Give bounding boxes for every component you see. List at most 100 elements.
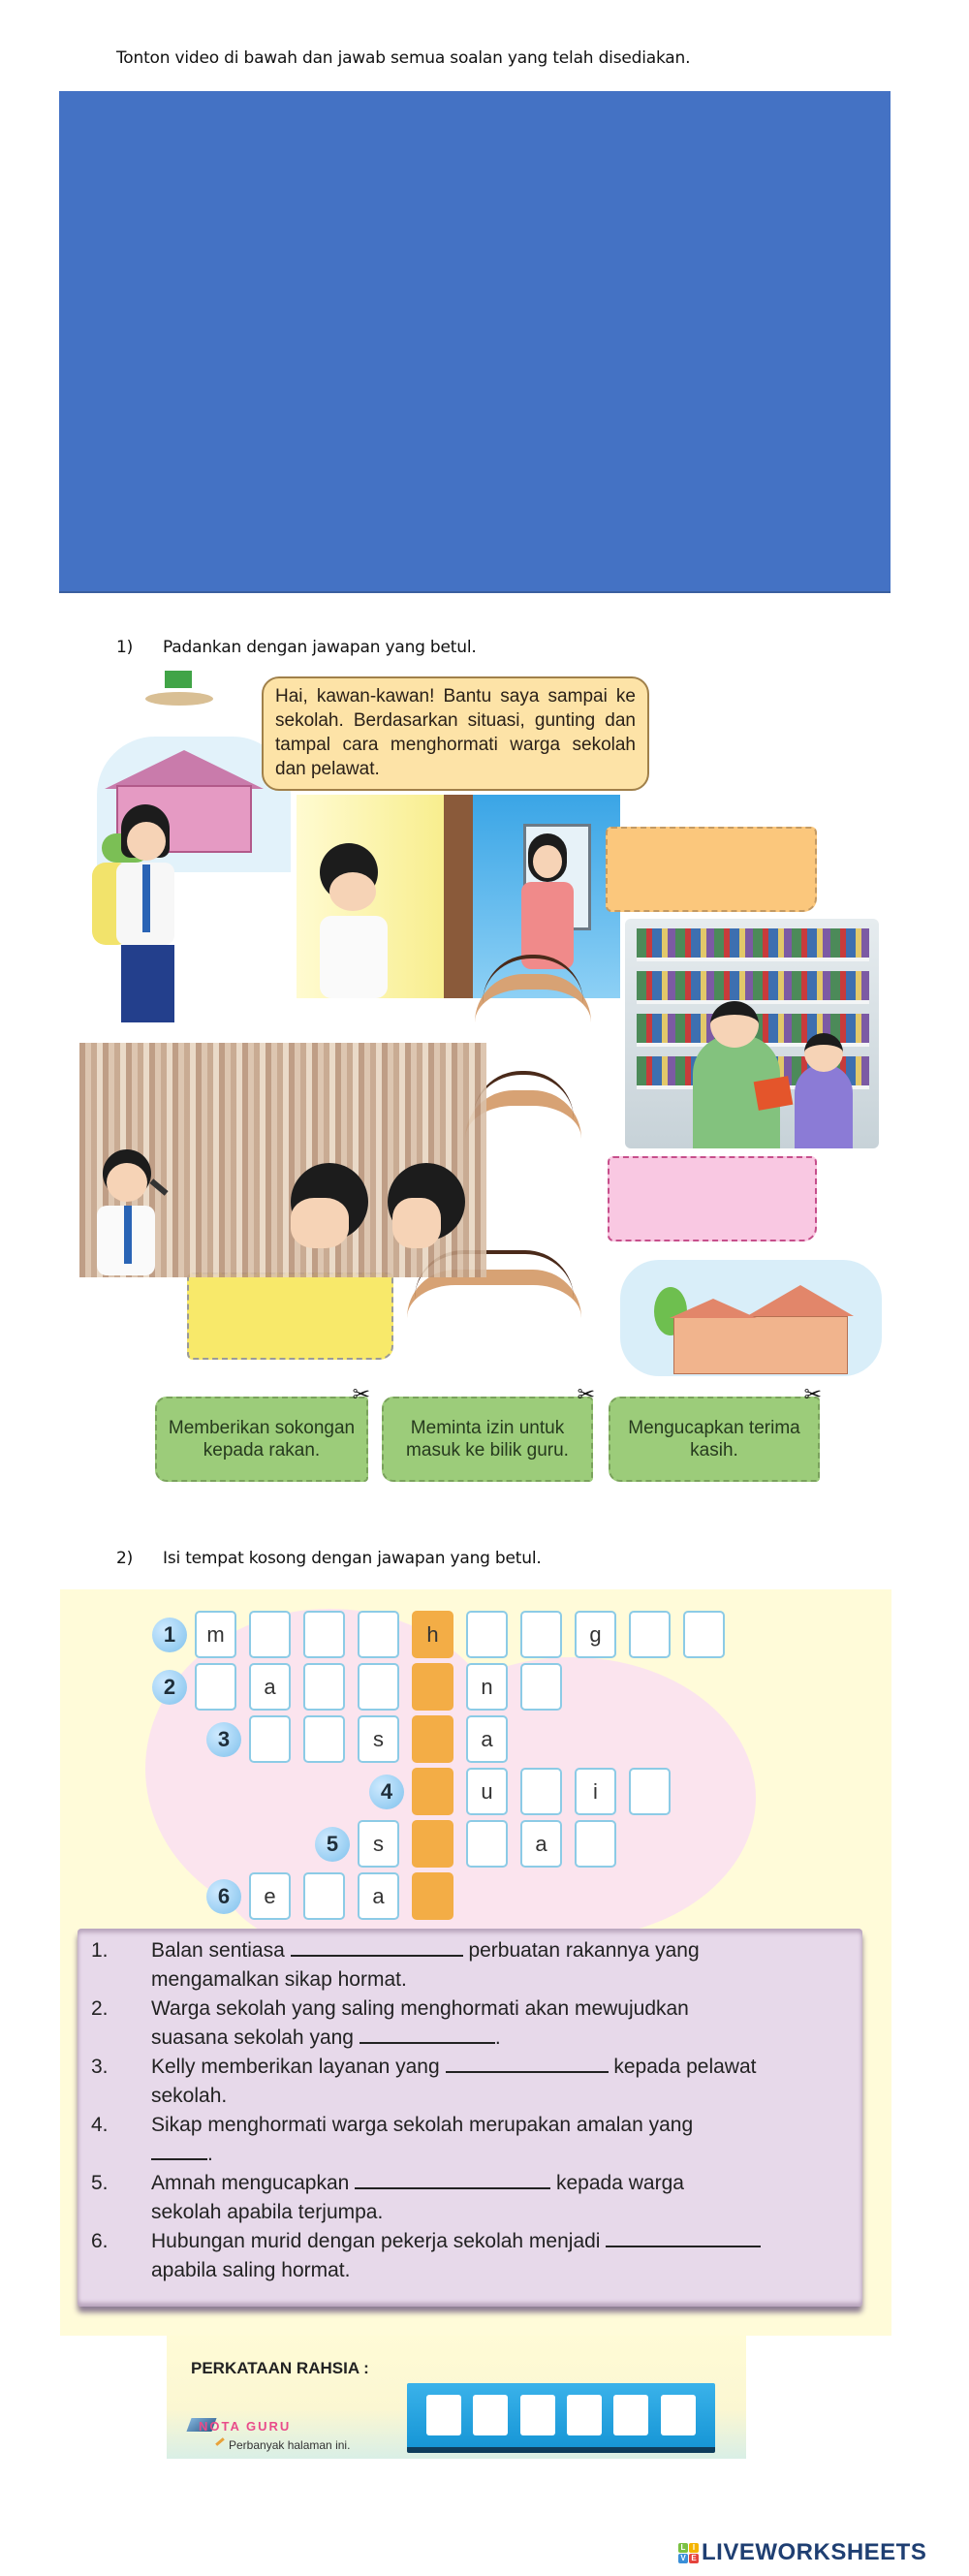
- nota-guru-label: NOTA GURU: [199, 2419, 291, 2434]
- crossword-cell: n: [466, 1663, 508, 1711]
- crossword-cell[interactable]: [303, 1872, 345, 1920]
- clue-number-badge: 3: [206, 1722, 241, 1757]
- crossword-key-cell[interactable]: [412, 1715, 453, 1763]
- crossword-key-cell: h: [412, 1611, 453, 1658]
- liveworksheets-logo[interactable]: L I V E LIVEWORKSHEETS: [678, 2539, 926, 2566]
- crossword-key-cell[interactable]: [412, 1872, 453, 1920]
- section2-title: Isi tempat kosong dengan jawapan yang be…: [163, 1549, 542, 1568]
- bridge-illustration: [475, 955, 591, 1022]
- crossword-cell: s: [358, 1715, 399, 1763]
- walking-feet-illustration: [145, 671, 213, 706]
- answer-blank[interactable]: [359, 2025, 495, 2044]
- schoolboy-illustration: [92, 804, 218, 1027]
- answer-blank[interactable]: [151, 2141, 207, 2160]
- library-illustration: [625, 919, 879, 1148]
- answer-blank[interactable]: [355, 2170, 551, 2189]
- door-illustration: [444, 795, 473, 998]
- clue-number: 5.: [91, 2172, 109, 2194]
- answer-card-sokongan[interactable]: Memberikan sokongan kepada rakan. ✂: [155, 1383, 370, 1482]
- crossword-cell[interactable]: [629, 1768, 671, 1815]
- crossword-cell[interactable]: [629, 1611, 671, 1658]
- crossword-cell[interactable]: [575, 1820, 616, 1868]
- crossword-cell: m: [195, 1611, 236, 1658]
- card-label: Mengucapkan terima kasih.: [628, 1418, 800, 1461]
- section2-number: 2): [116, 1549, 134, 1568]
- crossword-cell[interactable]: [520, 1768, 562, 1815]
- crossword-cell: a: [520, 1820, 562, 1868]
- crossword-cell[interactable]: [249, 1715, 291, 1763]
- crossword-cell: u: [466, 1768, 508, 1815]
- crossword-cell[interactable]: [303, 1715, 345, 1763]
- clue-number-badge: 2: [152, 1670, 187, 1705]
- teacher-illustration: [514, 833, 581, 979]
- answer-card-izin[interactable]: Meminta izin untuk masuk ke bilik guru. …: [382, 1383, 595, 1482]
- crossword-cell[interactable]: [683, 1611, 725, 1658]
- clue-number: 4.: [91, 2114, 109, 2136]
- secret-letter-input[interactable]: [660, 2395, 696, 2435]
- clue-number: 6.: [91, 2230, 109, 2252]
- clue-text: apabila saling hormat.: [151, 2259, 351, 2281]
- scissors-icon: ✂: [352, 1382, 370, 1406]
- clue-text: .: [207, 2143, 213, 2165]
- crossword-cell: a: [466, 1715, 508, 1763]
- drop-zone-pink[interactable]: [608, 1156, 817, 1241]
- clue-number-badge: 4: [369, 1775, 404, 1809]
- answer-blank[interactable]: [290, 1937, 463, 1957]
- card-label: Memberikan sokongan kepada rakan.: [168, 1418, 356, 1461]
- clue-number: 1.: [91, 1939, 109, 1962]
- secret-letter-input[interactable]: [613, 2395, 649, 2435]
- crossword-cell[interactable]: [303, 1611, 345, 1658]
- clue-number-badge: 5: [315, 1827, 350, 1862]
- crossword-cell[interactable]: [520, 1611, 562, 1658]
- crossword-cell[interactable]: [520, 1663, 562, 1711]
- crossword-cell: s: [358, 1820, 399, 1868]
- secret-letter-input[interactable]: [567, 2395, 603, 2435]
- school-building-illustration: [654, 1277, 862, 1374]
- clue-5: 5. Amnah mengucapkan kepada warga sekola…: [91, 2169, 849, 2227]
- clue-text: Kelly memberikan layanan yang: [151, 2056, 440, 2078]
- section1-title: Padankan dengan jawapan yang betul.: [163, 638, 477, 657]
- crossword-cell: a: [249, 1663, 291, 1711]
- scissors-icon: ✂: [577, 1382, 595, 1406]
- crossword-cell[interactable]: [466, 1611, 508, 1658]
- clue-text: Warga sekolah yang saling menghormati ak…: [151, 1997, 689, 2020]
- clue-text: sekolah apabila terjumpa.: [151, 2201, 384, 2223]
- crossword-key-cell[interactable]: [412, 1820, 453, 1868]
- drop-zone-yellow[interactable]: [187, 1272, 393, 1360]
- crossword-cell[interactable]: [195, 1663, 236, 1711]
- clue-4: 4. Sikap menghormati warga sekolah merup…: [91, 2111, 849, 2169]
- secret-letter-input[interactable]: [426, 2395, 462, 2435]
- clue-3: 3. Kelly memberikan layanan yang kepada …: [91, 2053, 849, 2111]
- instructions-text: Tonton video di bawah dan jawab semua so…: [116, 48, 691, 68]
- house-roof-illustration: [105, 750, 264, 789]
- clue-text: sekolah.: [151, 2085, 228, 2107]
- secret-letter-input[interactable]: [473, 2395, 509, 2435]
- clue-2: 2. Warga sekolah yang saling menghormati…: [91, 1995, 849, 2053]
- nota-guru-text: NOTA GURU: [199, 2419, 292, 2434]
- answer-blank[interactable]: [606, 2228, 762, 2247]
- crossword-cell[interactable]: [466, 1820, 508, 1868]
- knocking-boy-illustration: [320, 843, 388, 998]
- answer-blank[interactable]: [445, 2054, 609, 2073]
- logo-blocks-icon: L I V E: [678, 2542, 699, 2563]
- speaking-boy-illustration: [93, 1149, 169, 1275]
- secret-letter-input[interactable]: [519, 2395, 555, 2435]
- crossword-cell[interactable]: [358, 1611, 399, 1658]
- clue-number-badge: 6: [206, 1879, 241, 1914]
- crossword-key-cell[interactable]: [412, 1663, 453, 1711]
- video-player[interactable]: [59, 91, 891, 593]
- clue-1: 1. Balan sentiasa perbuatan rakannya yan…: [91, 1936, 849, 1995]
- clue-number: 2.: [91, 1997, 109, 2020]
- clue-number-badge: 1: [152, 1618, 187, 1652]
- clue-text: Amnah mengucapkan: [151, 2172, 350, 2194]
- answer-card-terima-kasih[interactable]: Mengucapkan terima kasih. ✂: [609, 1383, 822, 1482]
- crossword-cell[interactable]: [249, 1611, 291, 1658]
- crossword-cell[interactable]: [303, 1663, 345, 1711]
- crossword-key-cell[interactable]: [412, 1768, 453, 1815]
- crossword-cell[interactable]: [358, 1663, 399, 1711]
- clue-text: perbuatan rakannya yang: [468, 1939, 700, 1962]
- secret-word-label: PERKATAAN RAHSIA :: [191, 2359, 369, 2377]
- clue-text: .: [494, 2026, 501, 2049]
- logo-text: LIVEWORKSHEETS: [702, 2539, 927, 2565]
- drop-zone-orange[interactable]: [606, 827, 817, 912]
